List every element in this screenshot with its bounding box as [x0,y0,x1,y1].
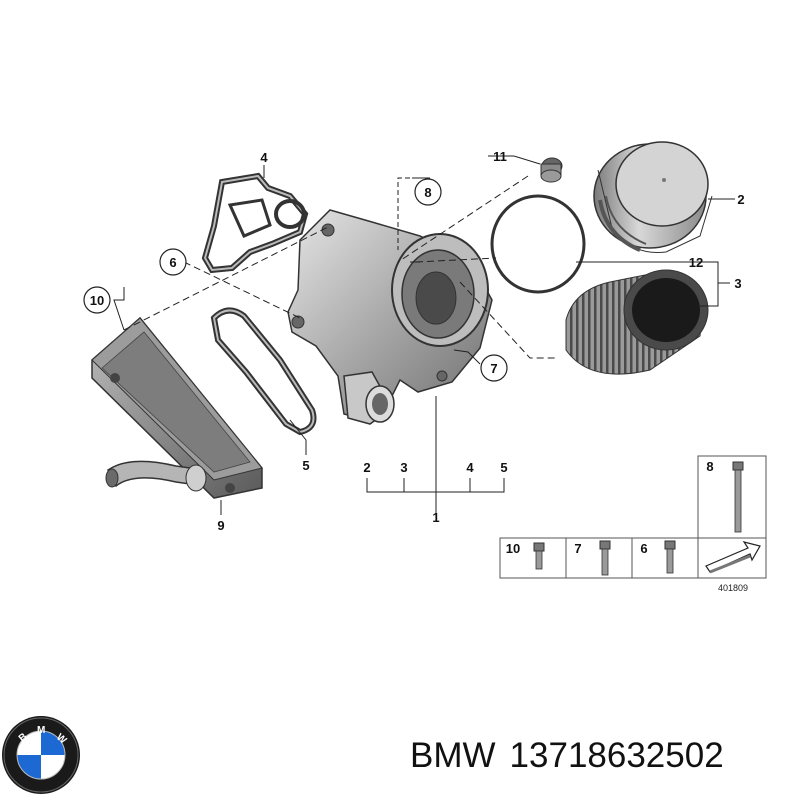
callout-3: 3 [734,276,741,291]
filter-cap-part-2 [593,141,713,253]
group-callout-3: 3 [400,460,407,475]
leader-lines [113,155,735,515]
callout-10: 10 [90,293,104,308]
legend-label-6: 6 [640,541,647,556]
group-callout-5: 5 [500,460,507,475]
callout-2: 2 [737,192,744,207]
callout-5: 5 [302,458,309,473]
oil-cooler-part-9 [91,316,263,499]
bolt-10-icon [533,542,545,570]
caption: BMW 13718632502 [410,736,738,776]
gasket-part-4 [201,172,309,274]
fastener-legend: 8 10 7 6 401809 [499,455,767,593]
callouts: 4 8 11 2 6 10 12 3 7 5 9 2 3 4 5 1 [83,149,745,533]
filter-element-part-3 [565,269,709,375]
callout-9: 9 [217,518,224,533]
callout-11: 11 [493,149,507,164]
bolt-7-icon [599,540,611,576]
reference-number: 401809 [718,583,748,593]
filter-housing-part-1 [287,209,493,425]
plug-part-11 [540,157,563,183]
legend-label-7: 7 [574,541,581,556]
callout-12: 12 [689,255,703,270]
group-callout-2: 2 [363,460,370,475]
legend-label-8: 8 [706,459,713,474]
group-callout-4: 4 [466,460,474,475]
callout-8: 8 [424,185,431,200]
bolt-8-icon [732,461,744,533]
direction-arrow-icon [705,541,761,574]
legend-label-10: 10 [506,541,520,556]
o-ring-part-12 [490,194,586,294]
callout-6: 6 [169,255,176,270]
callout-1: 1 [432,510,439,525]
bmw-logo: B M W [2,716,80,794]
brand-name: BMW [410,736,496,775]
callout-7: 7 [490,361,497,376]
bolt-6-icon [664,540,676,574]
svg-text:M: M [37,725,45,736]
part-number: 13718632502 [509,736,724,775]
callout-4: 4 [260,150,268,165]
